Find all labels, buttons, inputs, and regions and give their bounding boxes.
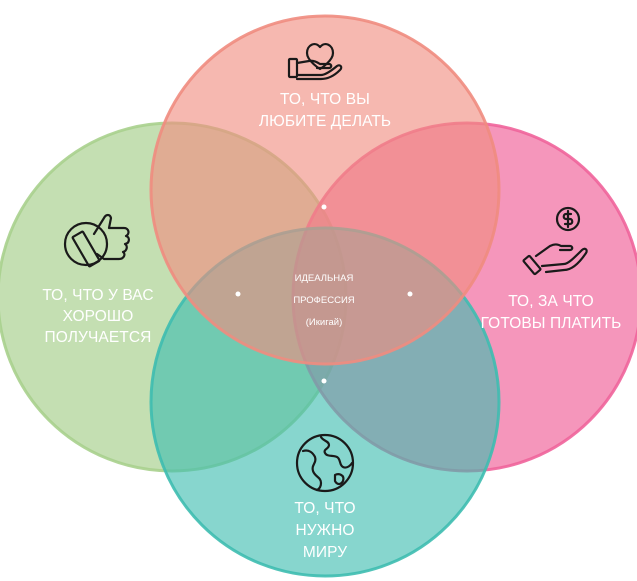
globe-icon bbox=[295, 433, 355, 493]
intersection-dot-right bbox=[407, 291, 413, 297]
hand-dollar-icon bbox=[522, 206, 588, 276]
intersection-dot-top bbox=[321, 204, 327, 210]
good-label-line1: ТО, ЧТО У ВАС bbox=[42, 287, 153, 304]
love-label-line1: ТО, ЧТО ВЫ bbox=[280, 91, 370, 108]
intersection-dot-bottom bbox=[321, 378, 327, 384]
need-label-line3: МИРУ bbox=[303, 544, 347, 561]
hand-heart-icon bbox=[287, 43, 343, 81]
center-label-line2: ПРОФЕССИЯ bbox=[293, 295, 354, 306]
love-label-line2: ЛЮБИТЕ ДЕЛАТЬ bbox=[259, 113, 391, 130]
need-label-line1: ТО, ЧТО bbox=[294, 500, 355, 517]
center-label-line3: (Икигай) bbox=[306, 317, 342, 328]
paid-label-line2: ГОТОВЫ ПЛАТИТЬ bbox=[481, 315, 622, 332]
thumbs-up-icon bbox=[63, 213, 130, 268]
good-label-line3: ПОЛУЧАЕТСЯ bbox=[45, 329, 152, 346]
intersection-dot-left bbox=[235, 291, 241, 297]
good-label-line2: ХОРОШО bbox=[63, 308, 134, 325]
paid-label-line1: ТО, ЗА ЧТО bbox=[508, 293, 594, 310]
center-label-line1: ИДЕАЛЬНАЯ bbox=[295, 273, 354, 284]
circle-love bbox=[149, 14, 501, 366]
need-label-line2: НУЖНО bbox=[295, 522, 354, 539]
